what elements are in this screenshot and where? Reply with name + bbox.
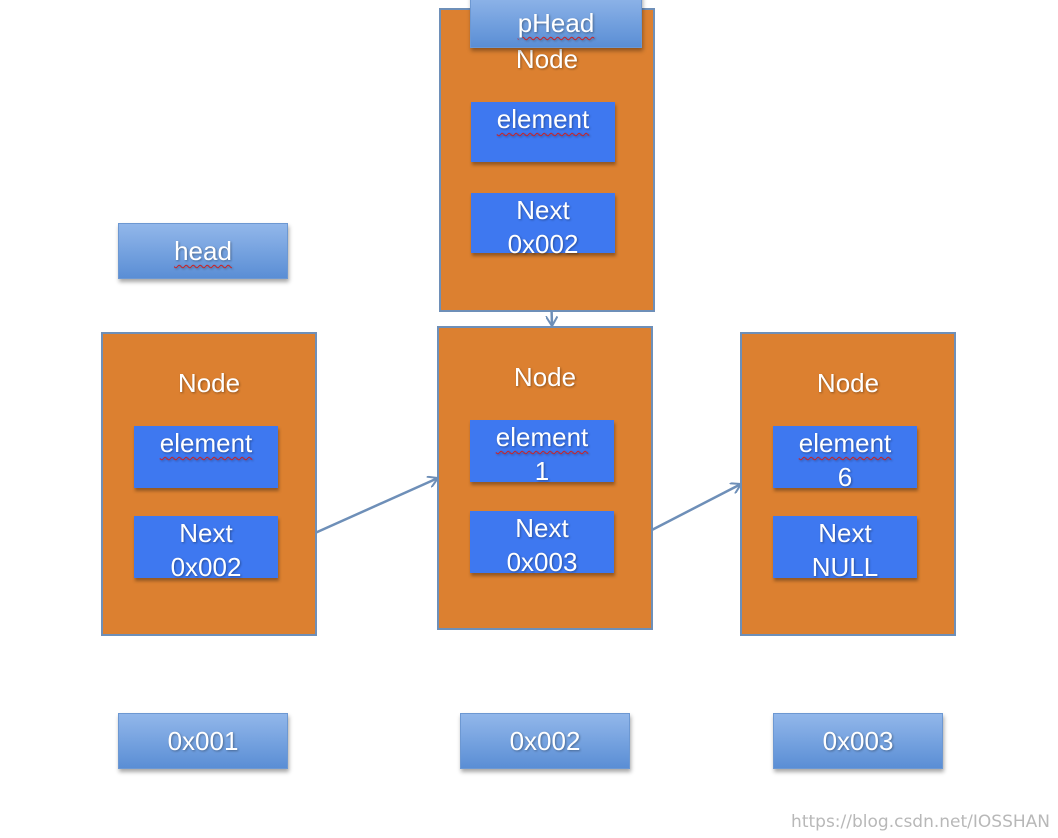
node-middle-next-label: Next xyxy=(515,513,569,543)
node-top-element-label: element xyxy=(496,104,590,134)
node-top-element-field: element xyxy=(471,102,615,162)
phead-label: pHead xyxy=(470,0,642,48)
node-middle-element-field: element 1 xyxy=(470,420,614,486)
node-top-next-value: 0x002 xyxy=(507,229,579,259)
node-left-next-field: Next 0x002 xyxy=(134,516,278,582)
address-label-0x003: 0x003 xyxy=(773,713,943,769)
node-right-element-value: 6 xyxy=(837,462,853,492)
node-top-next-label: Next xyxy=(516,195,570,225)
node-left-title: Node xyxy=(177,368,241,398)
node-middle-element-label: element xyxy=(495,422,589,452)
node-left-next-value: 0x002 xyxy=(170,552,242,582)
node-middle-next-value: 0x003 xyxy=(506,547,578,577)
node-right-element-label: element xyxy=(798,428,892,458)
node-middle-title: Node xyxy=(513,362,577,392)
node-middle: Node element 1 Next 0x003 xyxy=(437,326,653,630)
node-left: Node element Next 0x002 xyxy=(101,332,317,636)
node-middle-element-value: 1 xyxy=(534,456,550,486)
node-right: Node element 6 Next NULL xyxy=(740,332,956,636)
node-left-element-label: element xyxy=(159,428,253,458)
node-top-next-field: Next 0x002 xyxy=(471,193,615,259)
node-left-next-label: Next xyxy=(179,518,233,548)
watermark: https://blog.csdn.net/IOSSHAN xyxy=(791,812,1050,832)
node-right-element-field: element 6 xyxy=(773,426,917,492)
address-label-0x002: 0x002 xyxy=(460,713,630,769)
node-right-next-field: Next NULL xyxy=(773,516,917,582)
address-label-0x001: 0x001 xyxy=(118,713,288,769)
node-top: Node element Next 0x002 xyxy=(439,8,655,312)
node-right-next-value: NULL xyxy=(811,552,879,582)
head-label: head xyxy=(118,223,288,279)
node-top-title: Node xyxy=(515,44,579,74)
node-middle-next-field: Next 0x003 xyxy=(470,511,614,577)
node-left-element-field: element xyxy=(134,426,278,488)
node-right-title: Node xyxy=(816,368,880,398)
node-right-next-label: Next xyxy=(818,518,872,548)
